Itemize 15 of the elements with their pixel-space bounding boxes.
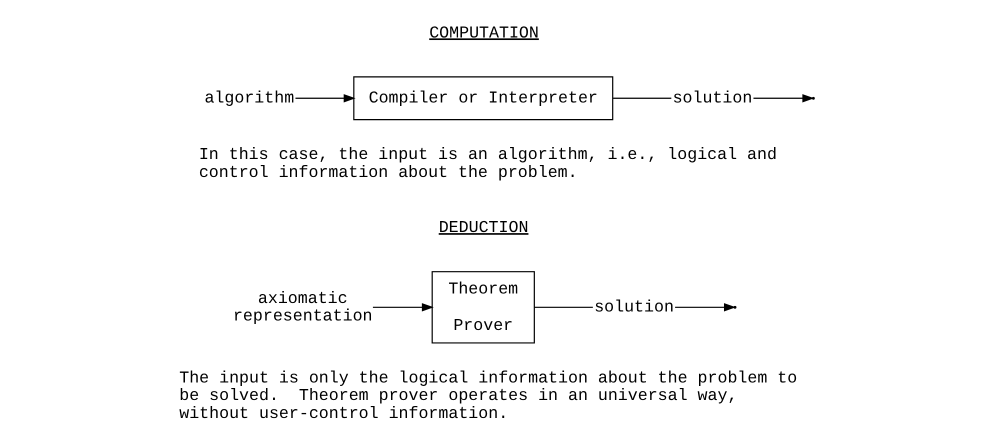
label: The input is only the logical information about the problem to be solved. Theorem prover operates in an universal way, without user-control information.	[178, 368, 797, 423]
node-text: solution	[672, 88, 752, 108]
connector	[612, 98, 671, 99]
node-text: algorithm	[204, 88, 294, 108]
connector	[534, 306, 592, 308]
node-box: Theorem Prover	[431, 271, 534, 344]
arrow	[752, 94, 814, 102]
label: DEDUCTION	[438, 218, 528, 238]
arrow	[372, 303, 434, 312]
node-box: Compiler or Interpreter	[352, 76, 613, 120]
label: In this case, the input is an algorithm, i.e., logical and control information about the problem.	[198, 145, 776, 182]
label: COMPUTATION	[428, 23, 538, 42]
node-text: axiomatic representation	[232, 288, 372, 326]
node-text: solution	[594, 298, 674, 317]
arrow	[294, 94, 356, 102]
